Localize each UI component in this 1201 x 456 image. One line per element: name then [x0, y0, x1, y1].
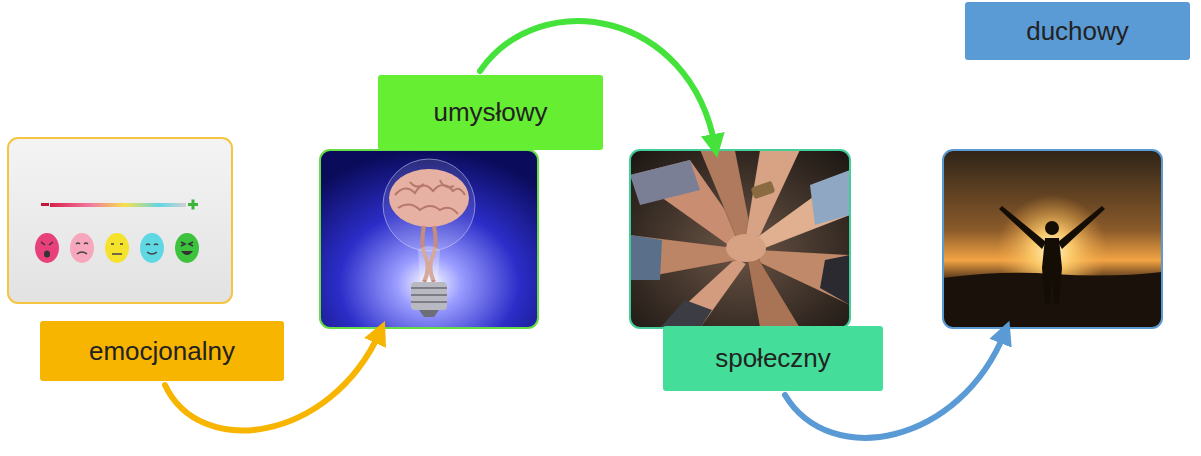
sunset-figure-picture — [943, 150, 1162, 328]
brain-bulb-picture — [320, 150, 538, 328]
topic-card: duchowy — [943, 2, 1190, 328]
label-box: społeczny — [663, 326, 883, 391]
label-text: duchowy — [1026, 17, 1129, 46]
label-text: emocjonalny — [89, 337, 235, 366]
emotion-picture — [8, 138, 232, 303]
label-text: umysłowy — [433, 98, 547, 127]
topic-card: emocjonalny — [8, 138, 284, 381]
label-box: emocjonalny — [40, 321, 284, 381]
hands-picture — [630, 150, 850, 328]
picture-frame — [8, 138, 232, 303]
label-box: duchowy — [965, 2, 1190, 60]
picture-frame — [943, 150, 1162, 328]
topic-card: umysłowy — [320, 75, 603, 328]
topic-card: społeczny — [630, 150, 883, 391]
picture-frame — [320, 150, 538, 328]
picture-frame — [630, 150, 850, 328]
label-box: umysłowy — [378, 75, 603, 150]
label-text: społeczny — [715, 344, 831, 373]
